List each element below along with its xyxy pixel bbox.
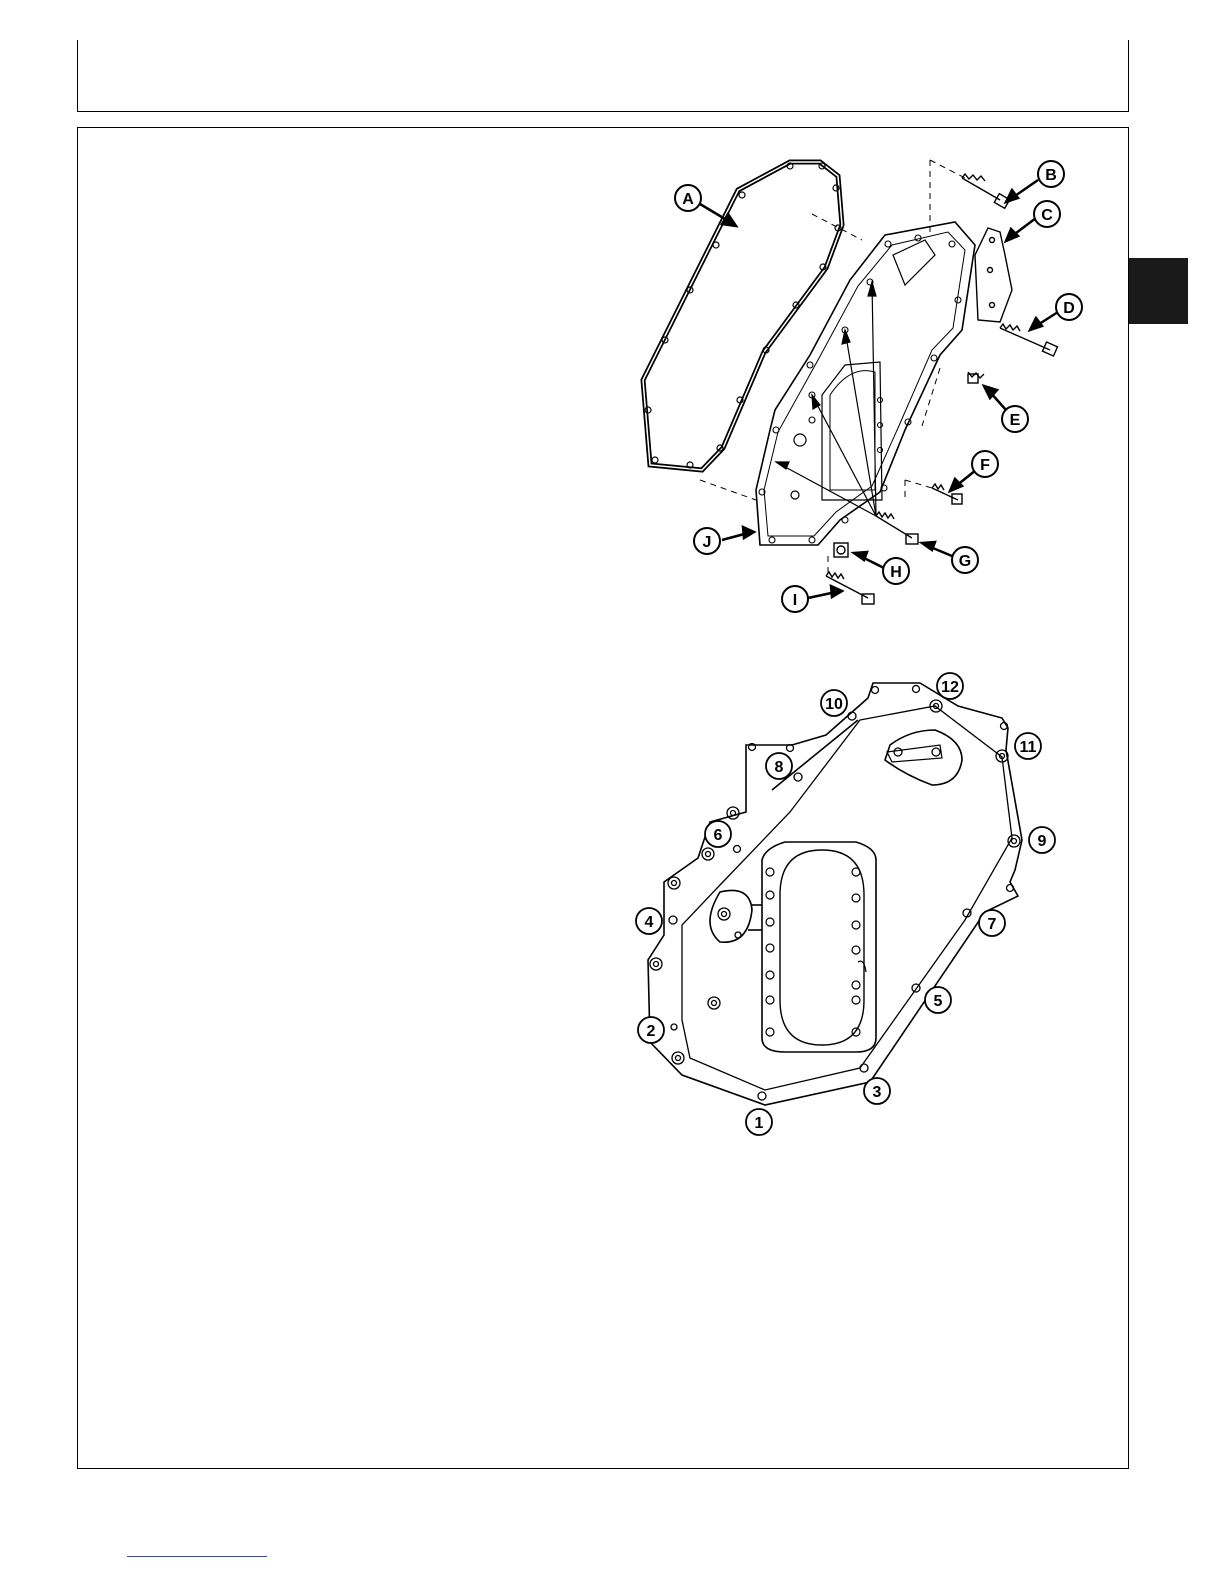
gasket-a (643, 162, 842, 470)
sequence-number-1: 1 (755, 1115, 764, 1132)
callout-label-b: B (1045, 167, 1057, 184)
callout-label-f: F (980, 457, 990, 474)
sequence-number-12: 12 (941, 679, 959, 696)
sequence-number-9: 9 (1038, 833, 1047, 850)
callout-label-j: J (703, 534, 712, 551)
sequence-number-8: 8 (775, 759, 784, 776)
sequence-number-10: 10 (825, 696, 843, 713)
sequence-number-3: 3 (873, 1084, 882, 1101)
assembly-lines (700, 160, 965, 576)
callout-label-c: C (1041, 207, 1053, 224)
bolt-b (962, 174, 1010, 208)
callout-label-a: A (682, 191, 694, 208)
sequence-number-5: 5 (934, 993, 943, 1010)
sequence-number-11: 11 (1020, 739, 1037, 756)
sequence-number-2: 2 (647, 1023, 656, 1040)
callout-label-h: H (890, 564, 902, 581)
sequence-number-4: 4 (645, 914, 654, 931)
bolt-e (968, 372, 984, 383)
bolt-d (1000, 324, 1058, 356)
nut-h (834, 543, 848, 557)
sequence-number-7: 7 (988, 916, 997, 933)
sequence-number-6: 6 (714, 827, 723, 844)
torque-sequence-figure (648, 683, 1022, 1105)
callout-label-e: E (1010, 412, 1021, 429)
callout-label-g: G (959, 553, 971, 570)
callout-label-d: D (1063, 300, 1075, 317)
bolt-g (876, 512, 918, 544)
callout-label-i: I (793, 592, 797, 609)
